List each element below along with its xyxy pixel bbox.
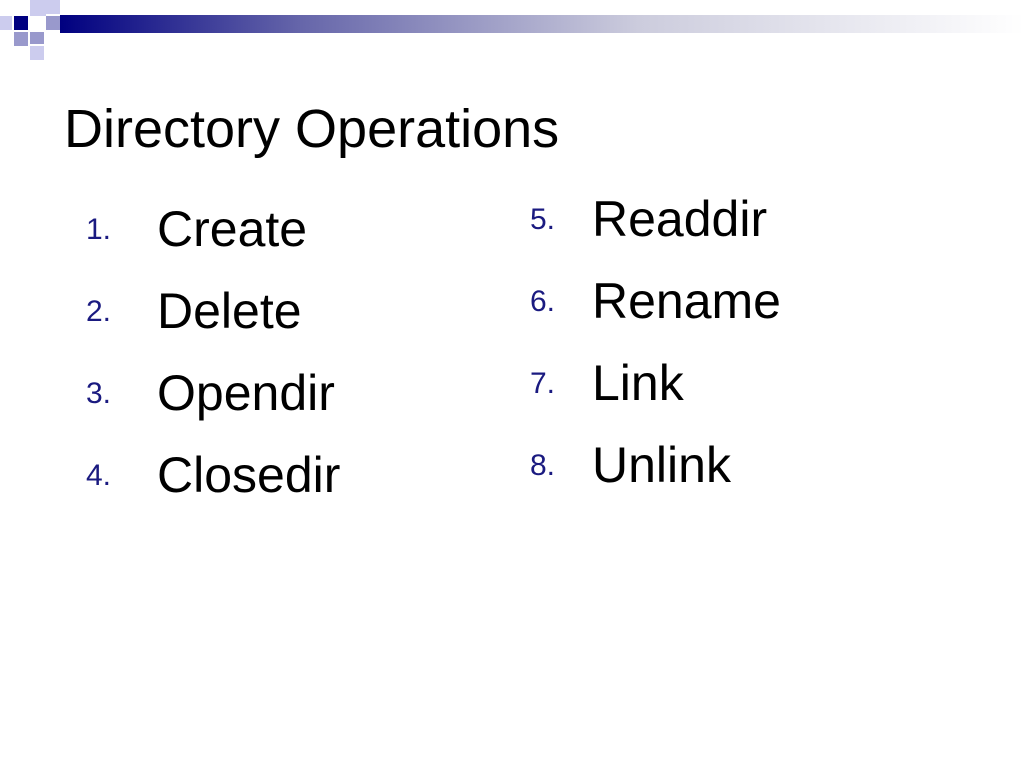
list-label: Opendir <box>157 365 335 421</box>
square-light-4 <box>0 16 12 30</box>
list-label: Closedir <box>157 447 341 503</box>
squares-decoration-icon <box>0 0 80 64</box>
square-mid-2 <box>14 32 28 46</box>
list-number: 3. <box>86 377 112 410</box>
list-label: Delete <box>157 283 302 339</box>
header-gradient-band <box>60 15 1024 33</box>
list-label: Link <box>592 355 684 411</box>
list-label: Create <box>157 201 308 257</box>
square-light <box>30 0 46 16</box>
slide-title: Directory Operations <box>64 99 560 159</box>
list-label: Rename <box>592 273 781 329</box>
list-number: 7. <box>530 367 556 400</box>
square-light-3 <box>30 46 44 60</box>
list-label: Readdir <box>592 191 768 247</box>
list-number: 2. <box>86 295 112 328</box>
list-number: 6. <box>530 285 556 318</box>
square-light-2 <box>46 0 60 14</box>
square-mid <box>46 16 60 30</box>
square-mid-3 <box>30 32 44 44</box>
square-dark <box>14 16 28 30</box>
list-number: 5. <box>530 203 556 236</box>
list-number: 8. <box>530 449 556 482</box>
list-number: 1. <box>86 213 112 246</box>
list-number: 4. <box>86 459 112 492</box>
list-label: Unlink <box>592 437 731 493</box>
